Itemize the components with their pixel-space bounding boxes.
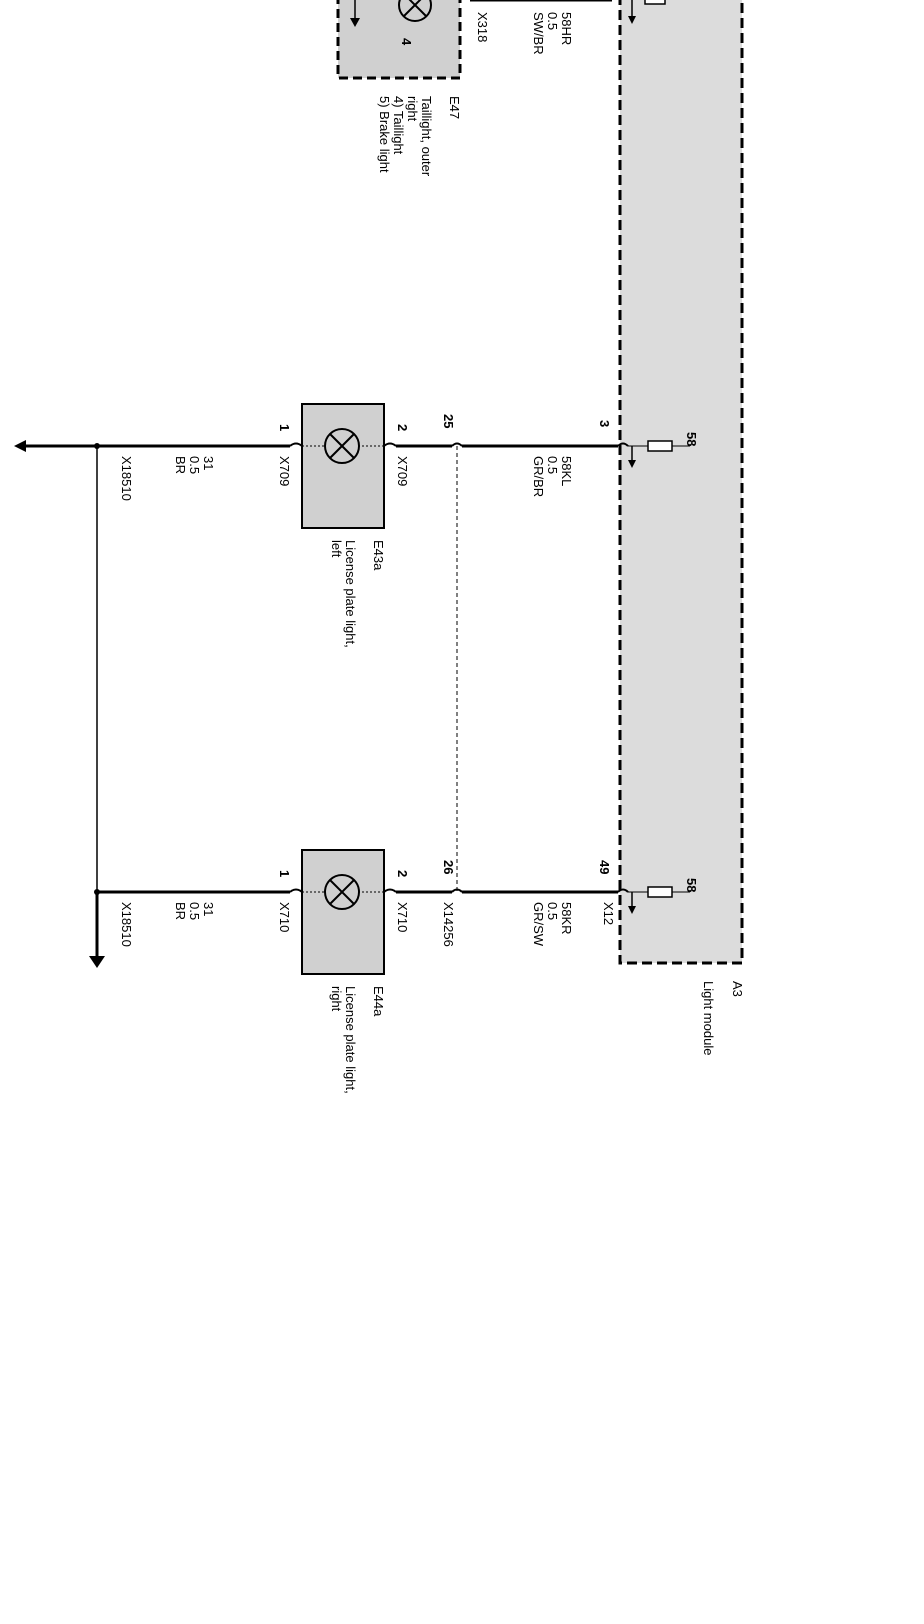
right-wire-gauge: 0.5 xyxy=(545,902,560,920)
right-pin-in: 2 xyxy=(395,870,410,877)
taillight-name-line2: right xyxy=(405,96,420,122)
left-connector-in: X709 xyxy=(395,456,410,486)
right-ground-signal: 31 xyxy=(201,902,216,916)
taillight-function-5: 5) Brake light xyxy=(377,96,392,173)
left-ground-signal: 31 xyxy=(201,456,216,470)
left-wire-gauge: 0.5 xyxy=(545,456,560,474)
plate-light-left-component xyxy=(301,403,385,529)
right-fuse xyxy=(647,886,673,898)
taillight-wire-signal: 58HR xyxy=(559,12,574,45)
right-ground-connector: X18510 xyxy=(119,902,134,947)
plate-light-left-id: E43a xyxy=(371,540,386,571)
left-connector-out: X709 xyxy=(277,456,292,486)
left-wire-signal: 58KL xyxy=(559,456,574,486)
left-module-pin: 3 xyxy=(597,420,612,427)
right-fuse-label: 58 xyxy=(684,878,699,892)
taillight-wire-color: SW/BR xyxy=(531,12,546,55)
plate-light-right-name-line1: License plate light, xyxy=(343,986,358,1094)
light-module-box xyxy=(618,0,744,965)
right-connector-in: X710 xyxy=(395,902,410,932)
module-connector: X12 xyxy=(601,902,616,925)
right-splice-connector: X14256 xyxy=(441,902,456,947)
plate-light-right-id: E44a xyxy=(371,986,386,1017)
left-fuse-label: 58 xyxy=(684,432,699,446)
left-pin-in: 2 xyxy=(395,424,410,431)
taillight-wire-gauge: 0.5 xyxy=(545,12,560,30)
taillight-pin-label: 4 xyxy=(399,38,414,46)
ground-arrow-icon xyxy=(89,956,105,968)
right-ground-color: BR xyxy=(173,902,188,920)
taillight-id: E47 xyxy=(447,96,462,119)
light-module-id: A3 xyxy=(730,981,745,997)
right-module-pin: 49 xyxy=(597,860,612,874)
right-wire-signal: 58KR xyxy=(559,902,574,935)
left-ground-connector: X18510 xyxy=(119,456,134,501)
right-wire-color: GR/SW xyxy=(531,902,546,947)
right-connector-out: X710 xyxy=(277,902,292,932)
taillight-name-line1: Taillight, outer xyxy=(419,96,434,177)
plate-light-right-name-line2: right xyxy=(329,986,344,1012)
left-wire-color: GR/BR xyxy=(531,456,546,497)
taillight-bulb-icon xyxy=(398,0,432,22)
left-splice-pin: 25 xyxy=(441,414,456,428)
left-fuse xyxy=(647,440,673,452)
left-ground-color: BR xyxy=(173,456,188,474)
taillight-component xyxy=(336,0,462,80)
left-pin-out: 1 xyxy=(277,424,292,431)
right-splice-pin: 26 xyxy=(441,860,456,874)
light-module-name: Light module xyxy=(701,981,716,1055)
taillight-function-4: 4) Taillight xyxy=(391,96,406,155)
plate-light-left-name-line1: License plate light, xyxy=(343,540,358,648)
plate-light-left-name-line2: left xyxy=(329,540,344,558)
right-ground-gauge: 0.5 xyxy=(187,902,202,920)
taillight-connector: X318 xyxy=(475,12,490,42)
plate-light-right-component xyxy=(301,849,385,975)
right-pin-out: 1 xyxy=(277,870,292,877)
left-ground-gauge: 0.5 xyxy=(187,456,202,474)
